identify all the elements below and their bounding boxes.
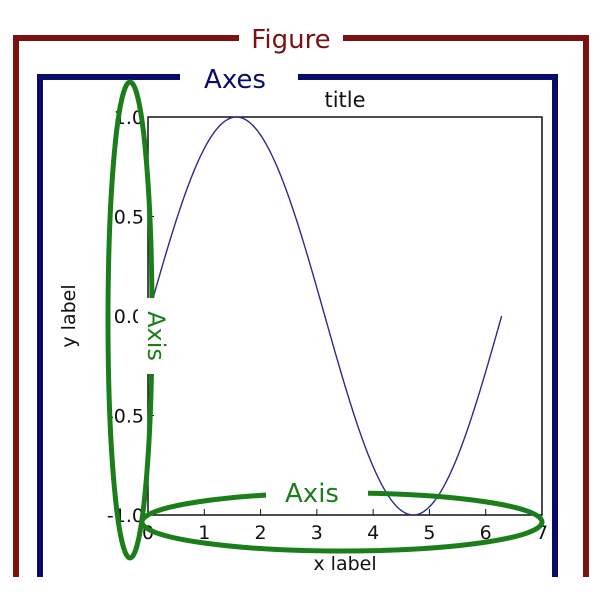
axes-frame: Axes bbox=[37, 65, 558, 577]
figure-border-left bbox=[13, 35, 239, 577]
plot-title: title bbox=[324, 88, 365, 112]
axes-border-left bbox=[37, 74, 180, 577]
y-tick-label: 0.0 bbox=[114, 306, 144, 328]
x-tick-label: 6 bbox=[480, 522, 492, 544]
axis-annotations: Axis Axis bbox=[105, 79, 545, 561]
figure-label: Figure bbox=[251, 25, 330, 55]
figure-frame: Figure bbox=[13, 25, 589, 577]
x-tick-label: 5 bbox=[423, 522, 435, 544]
x-tick-label: 1 bbox=[198, 522, 210, 544]
axes-label: Axes bbox=[204, 65, 266, 95]
data-line bbox=[147, 116, 503, 516]
x-axis-label: x label bbox=[313, 553, 376, 575]
y-tick-label: -1.0 bbox=[107, 505, 144, 527]
x-tick-label: 2 bbox=[255, 522, 267, 544]
y-axis-annotation-bg bbox=[138, 298, 178, 374]
x-axis-annotation-bg bbox=[266, 474, 368, 508]
axes-border-right bbox=[298, 74, 558, 577]
x-tick-label: 3 bbox=[311, 522, 323, 544]
plot-frame bbox=[147, 116, 543, 516]
y-axis-annotation-label: Axis bbox=[142, 311, 170, 361]
figure-border-right bbox=[343, 35, 589, 577]
y-axis-label: y label bbox=[58, 284, 80, 347]
x-tick-label: 4 bbox=[367, 522, 379, 544]
x-axis-annotation-label: Axis bbox=[285, 479, 339, 509]
y-tick-label: -0.5 bbox=[107, 406, 144, 428]
y-tick-label: 0.5 bbox=[114, 207, 144, 229]
